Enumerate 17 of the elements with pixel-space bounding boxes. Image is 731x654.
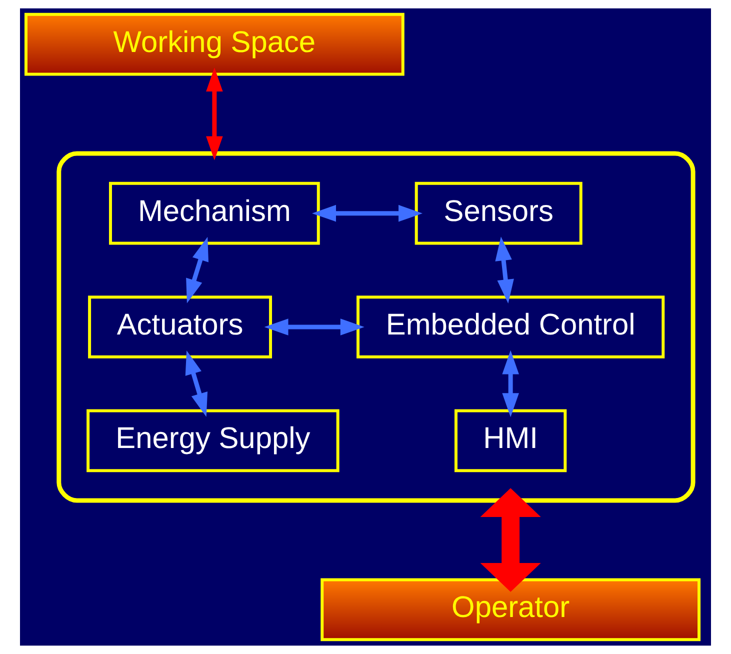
arrow	[206, 68, 223, 160]
arrow	[495, 236, 514, 304]
arrow	[264, 318, 364, 336]
node-box: Sensors	[414, 182, 582, 245]
arrow	[480, 488, 541, 592]
arrow	[312, 204, 423, 222]
node-box: HMI	[454, 409, 567, 472]
arrow	[502, 350, 519, 418]
arrow	[186, 236, 208, 304]
node-box: Mechanism	[109, 182, 320, 245]
node-box: Embedded Control	[356, 296, 665, 358]
cluster	[56, 151, 696, 503]
node-box: Working Space	[24, 12, 404, 76]
node-box: Operator	[320, 578, 701, 642]
node-box: Energy Supply	[86, 409, 340, 472]
arrow	[185, 350, 208, 417]
node-box: Actuators	[88, 296, 272, 358]
